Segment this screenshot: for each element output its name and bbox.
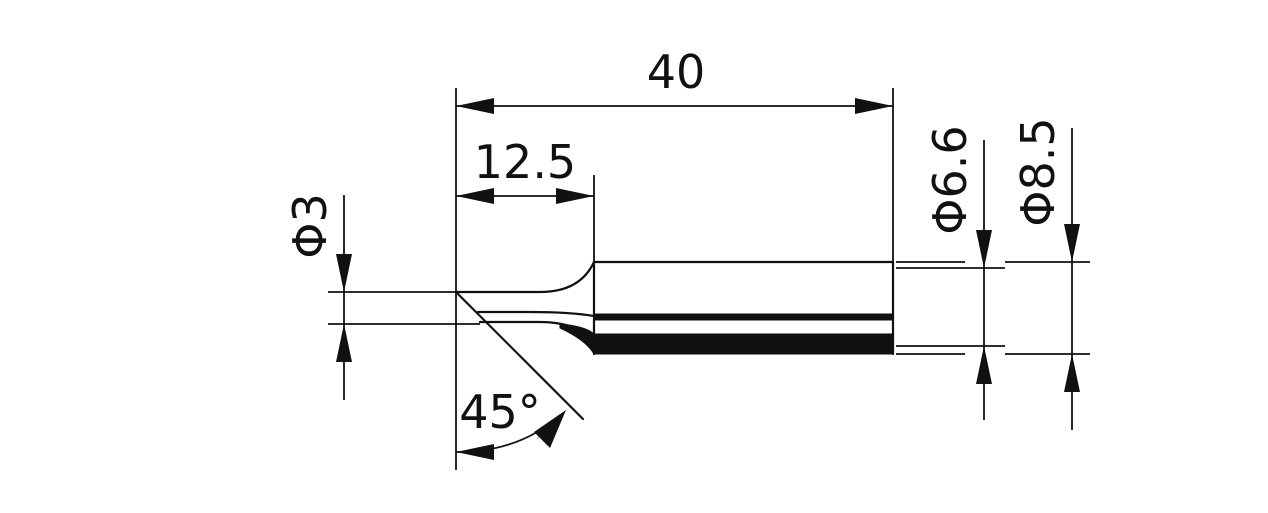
label-tip-length: 12.5 [474, 135, 576, 189]
label-inner-diameter: Φ6.6 [923, 125, 977, 234]
dimension-tip-length: 12.5 [456, 135, 594, 204]
dimension-angle: 45° [454, 290, 585, 460]
dimension-inner-diameter: Φ6.6 [923, 125, 992, 420]
dimension-outer-diameter: Φ8.5 [1011, 117, 1080, 430]
label-total-length: 40 [647, 45, 706, 99]
shank-section-fill [559, 313, 894, 355]
label-outer-diameter: Φ8.5 [1011, 117, 1065, 226]
dimension-tip-diameter: Φ3 [283, 193, 352, 400]
dimension-total-length: 40 [456, 45, 893, 114]
label-angle: 45° [459, 385, 541, 439]
label-tip-diameter: Φ3 [283, 193, 337, 258]
extension-lines [328, 88, 1090, 470]
